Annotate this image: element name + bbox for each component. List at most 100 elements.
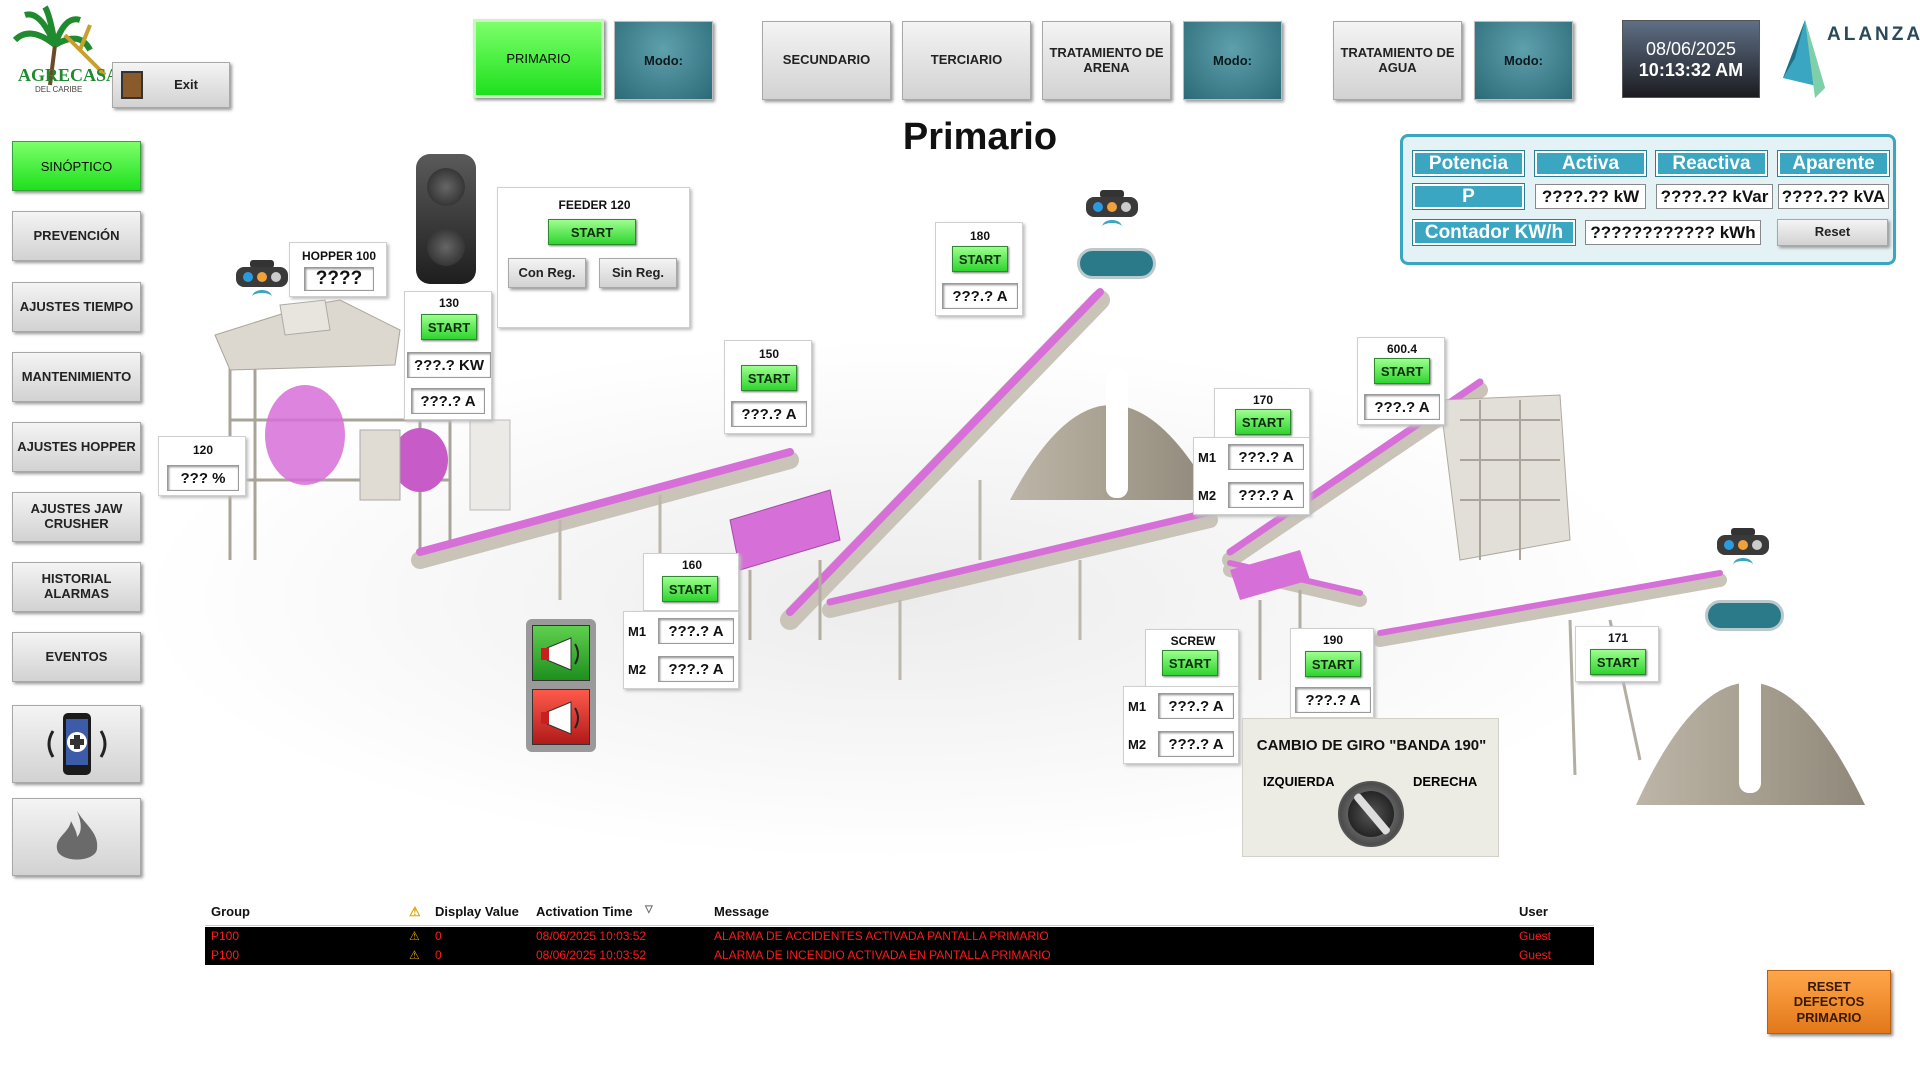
sidebar-item-ajustes-hopper[interactable]: AJUSTES HOPPER [12, 422, 141, 472]
feeder-120-start-button[interactable]: START [548, 219, 636, 245]
alarm-row[interactable]: P100 ⚠ 0 08/06/2025 10:03:52 ALARMA DE I… [205, 946, 1594, 965]
alarm-row-time: 08/06/2025 10:03:52 [536, 929, 647, 943]
equip-6004-start-button[interactable]: START [1374, 358, 1430, 384]
equip-180-start-button[interactable]: START [952, 246, 1008, 272]
sidebar-item-historial-alarmas[interactable]: HISTORIAL ALARMAS [12, 562, 141, 612]
equip-150-panel: 150 START ???.? A [724, 340, 812, 434]
exit-button[interactable]: Exit [112, 62, 230, 108]
equip-160-start-button[interactable]: START [662, 576, 718, 602]
beacon-180-signal-icon [1102, 220, 1122, 234]
hopper-100-label: HOPPER 100 [301, 249, 377, 263]
nav-tratamiento-arena-button[interactable]: TRATAMIENTO DE ARENA [1042, 21, 1171, 100]
equip-170-motors-panel: M1 ???.? A M2 ???.? A [1193, 437, 1310, 515]
energy-p-label: P [1412, 183, 1525, 210]
energy-header-potencia: Potencia [1412, 150, 1525, 177]
nav-secundario-label: SECUNDARIO [782, 52, 871, 68]
page-title: Primario [902, 116, 1058, 158]
beacon-171-top [1731, 528, 1755, 536]
exit-label: Exit [174, 76, 198, 92]
equip-160-m2-value: ???.? A [658, 656, 734, 682]
beacon-180-led-grey [1121, 202, 1131, 212]
fire-alarm-button[interactable] [532, 689, 590, 745]
alanza-logo-mark-icon [1783, 20, 1825, 98]
nav-secundario-button[interactable]: SECUNDARIO [762, 21, 891, 100]
equip-170-start-button[interactable]: START [1235, 409, 1291, 435]
fire-icon [56, 811, 97, 860]
nav-agua-mode-label: Modo: [1504, 53, 1543, 68]
equip-120-value: ??? % [167, 465, 239, 491]
equip-130-amp-value: ???.? A [411, 388, 485, 414]
alarm-row-value: 0 [435, 948, 442, 962]
equip-150-start-button[interactable]: START [741, 365, 797, 391]
alarm-col-group[interactable]: Group [211, 904, 250, 919]
equip-171-start-button[interactable]: START [1590, 649, 1646, 675]
sidebar-item-mantenimiento[interactable]: MANTENIMIENTO [12, 352, 141, 402]
equip-190-start-button[interactable]: START [1305, 651, 1361, 677]
screw-m2-label: M2 [1128, 737, 1147, 752]
beacon-171 [1717, 528, 1769, 583]
equip-170-m2-value: ???.? A [1228, 482, 1304, 508]
energy-contador-label: Contador KW/h [1412, 219, 1576, 246]
hopper-100-value: ???? [304, 267, 374, 291]
nav-primario-label: PRIMARIO [506, 51, 571, 66]
energy-reactiva-value: ????.?? kVar [1656, 184, 1773, 209]
equip-160-m1-value: ???.? A [658, 618, 734, 644]
nav-tratamiento-agua-button[interactable]: TRATAMIENTO DE AGUA [1333, 21, 1462, 100]
date-text: 08/06/2025 [1645, 39, 1737, 59]
screw-m1-label: M1 [1128, 699, 1147, 714]
feeder-120-panel: FEEDER 120 START Con Reg. Sin Reg. [497, 187, 690, 328]
equip-160-panel: 160 START [643, 553, 739, 611]
screw-panel: SCREW START [1145, 629, 1239, 687]
sidebar-item-ajustes-tiempo[interactable]: AJUSTES TIEMPO [12, 282, 141, 332]
equip-180-amp-value: ???.? A [942, 283, 1018, 309]
equip-130-start-button[interactable]: START [421, 314, 477, 340]
alarm-col-warning-icon: ⚠ [409, 904, 421, 919]
equip-170-panel: 170 START [1214, 388, 1310, 438]
beacon-hopper-top [250, 260, 274, 268]
sidebar-item-ajustes-jaw-crusher[interactable]: AJUSTES JAW CRUSHER [12, 492, 141, 542]
nav-primario-button[interactable]: PRIMARIO [473, 19, 604, 98]
alarm-row-message: ALARMA DE INCENDIO ACTIVADA EN PANTALLA … [714, 948, 1051, 962]
alarm-col-message[interactable]: Message [714, 904, 769, 919]
giro-selector-switch[interactable] [1338, 781, 1404, 847]
alanza-logo-text: ALANZA [1827, 24, 1920, 45]
emergency-call-button[interactable] [12, 705, 141, 783]
alarm-row[interactable]: P100 ⚠ 0 08/06/2025 10:03:52 ALARMA DE A… [205, 927, 1594, 946]
nav-arena-mode-button[interactable]: Modo: [1183, 21, 1282, 100]
nav-primario-mode-button[interactable]: Modo: [614, 21, 713, 100]
equip-170-m2-label: M2 [1198, 488, 1217, 503]
nav-agua-mode-button[interactable]: Modo: [1474, 21, 1573, 100]
alarm-col-display-value[interactable]: Display Value [435, 904, 519, 919]
beacon-180-led-blue [1093, 202, 1103, 212]
level-indicator-cone-2 [1705, 600, 1784, 631]
sidebar-item-eventos[interactable]: EVENTOS [12, 632, 141, 682]
fire-button[interactable] [12, 798, 141, 876]
screw-start-button[interactable]: START [1162, 650, 1218, 676]
beacon-180-led-orange [1107, 202, 1117, 212]
sidebar-item-prevencion[interactable]: PREVENCIÓN [12, 211, 141, 261]
alarm-col-user[interactable]: User [1519, 904, 1548, 919]
alarm-row-user: Guest [1519, 929, 1552, 943]
nav-terciario-button[interactable]: TERCIARIO [902, 21, 1031, 100]
cambio-giro-panel: CAMBIO DE GIRO "BANDA 190" IZQUIERDA DER… [1242, 718, 1499, 857]
datetime-display: 08/06/2025 10:13:32 AM [1622, 20, 1760, 98]
alarm-row-user: Guest [1519, 948, 1552, 962]
feeder-con-reg-button[interactable]: Con Reg. [508, 258, 586, 288]
accident-alarm-button[interactable] [532, 625, 590, 681]
equip-170-m1-value: ???.? A [1228, 444, 1304, 470]
energy-header-aparente: Aparente [1777, 150, 1890, 177]
alarm-col-activation-time[interactable]: Activation Time [536, 904, 633, 919]
megaphone-icon [541, 701, 579, 735]
equip-160-m2-label: M2 [628, 662, 647, 677]
equip-190-panel: 190 START ???.? A [1290, 628, 1374, 718]
sidebar-item-historial-alarmas-label: HISTORIAL ALARMAS [41, 571, 112, 601]
agrecasa-logo-text: AGRECASA [18, 65, 120, 85]
feeder-sin-reg-button[interactable]: Sin Reg. [599, 258, 677, 288]
sidebar-item-sinoptico[interactable]: SINÓPTICO [12, 141, 141, 191]
equip-171-panel: 171 START [1575, 626, 1659, 682]
equip-160-m1-label: M1 [628, 624, 647, 639]
beacon-hopper-led-orange [257, 272, 267, 282]
reset-defectos-button[interactable]: RESET DEFECTOS PRIMARIO [1767, 970, 1891, 1034]
energy-reset-button[interactable]: Reset [1777, 219, 1888, 246]
nav-arena-mode-label: Modo: [1213, 53, 1252, 68]
